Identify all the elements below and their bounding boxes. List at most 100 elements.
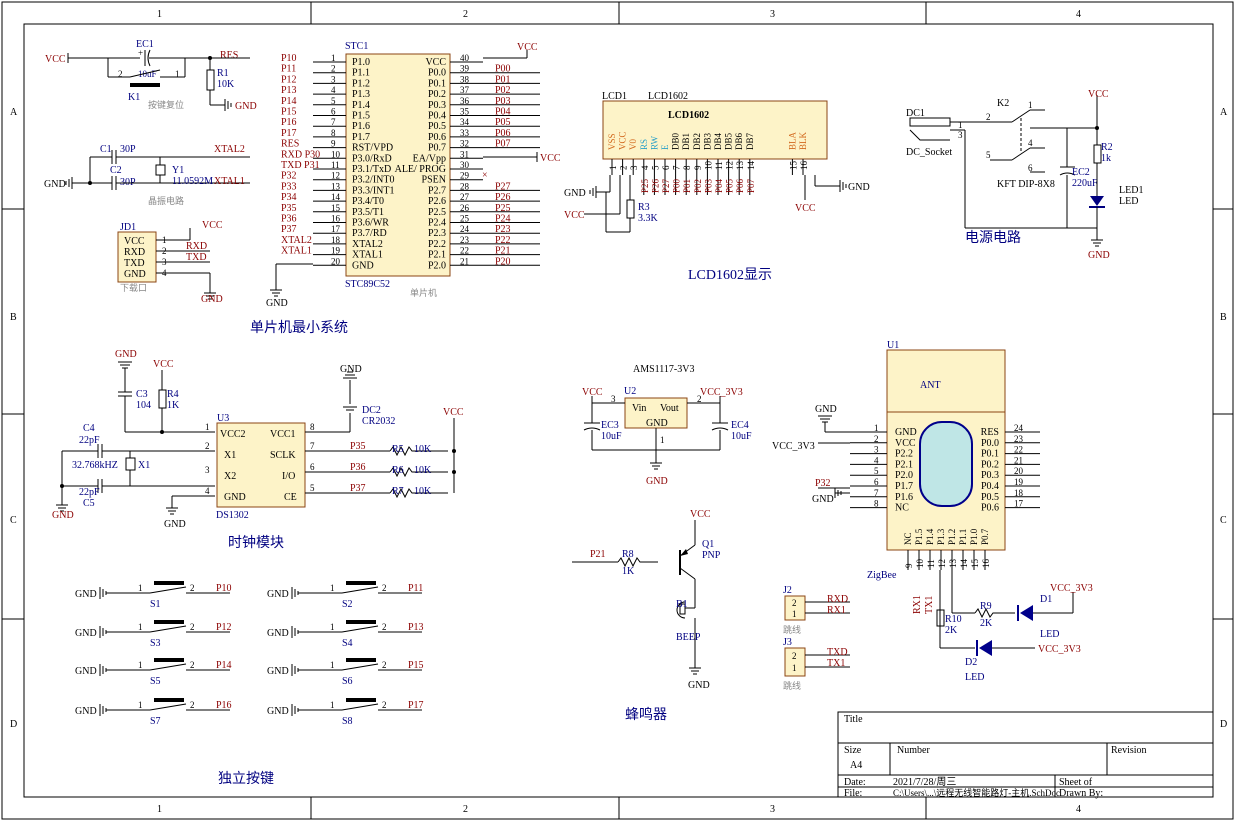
tb-size: A4 (850, 760, 862, 771)
r4-value: 1K (167, 400, 180, 411)
key-net: P14 (216, 660, 232, 671)
row-label: B (1220, 312, 1227, 323)
mcu-pin-num: 2 (331, 64, 336, 74)
lcd-pin-label: DB2 (692, 133, 702, 150)
mcu-pin-label: P2.3 (428, 228, 446, 239)
zigbee-pin-label: NC (895, 503, 909, 514)
lcd-pin-label: BLK (798, 131, 808, 150)
net-vcc33: VCC_3V3 (1038, 644, 1081, 655)
antenna-pad (919, 421, 973, 507)
svg-text:+: + (138, 48, 143, 58)
mcu-pin-num: 14 (331, 192, 341, 202)
mcu-pin-num: 18 (331, 235, 341, 245)
lcd-pin-num: 9 (693, 165, 703, 170)
mcu-pin-label: P3.7/RD (352, 228, 387, 239)
mcu-pin-label: P0.2 (428, 89, 446, 100)
col-label: 4 (1076, 804, 1081, 815)
mcu-net-label: P00 (495, 64, 511, 75)
u1-ref: U1 (887, 340, 899, 351)
lcd-pin-label: DB3 (702, 132, 712, 150)
mcu-net-label: P01 (495, 74, 511, 85)
col-label: 1 (157, 804, 162, 815)
mcu-pin-num: 1 (331, 53, 336, 63)
keys-section-title: 独立按键 (218, 771, 274, 787)
r9-ref: R9 (980, 601, 992, 612)
col-label: 2 (463, 804, 468, 815)
svg-text:1: 1 (175, 69, 180, 79)
mcu-net-label: RES (281, 139, 299, 150)
key-gnd-label: GND (75, 628, 97, 639)
mcu-pin-label: P0.0 (428, 68, 446, 79)
x1-ref: X1 (138, 460, 150, 471)
mcu-net-label: RXD P30 (281, 149, 320, 160)
net-gnd: GND (688, 680, 710, 691)
mcu-pin-num: 4 (331, 85, 336, 95)
key-gnd-label: GND (267, 628, 289, 639)
key-button (346, 698, 376, 702)
mcu-pin-num: 12 (331, 171, 340, 181)
crystal-circuit: C1 30P XTAL2 C2 30P XTAL1 GND Y1 11.0592… (44, 144, 250, 206)
tb-drawn: Drawn By: (1059, 788, 1103, 799)
reset-circuit: VCC EC1 + RES 10uF 2 1 K1 按键复位 R1 10K GN… (45, 39, 257, 112)
zigbee-pin-num: 23 (1014, 434, 1024, 444)
key-ref: S5 (150, 676, 161, 687)
r1-value: 10K (217, 79, 235, 90)
svg-text:5: 5 (986, 150, 991, 160)
key-net: P13 (408, 622, 424, 633)
lcd-pin-num: 10 (703, 161, 713, 171)
svg-text:4: 4 (205, 486, 210, 496)
mcu-pin-label: P2.6 (428, 196, 446, 207)
row-label: C (1220, 515, 1227, 526)
mcu-net-label: P07 (495, 139, 511, 150)
net-p32: P32 (815, 478, 831, 489)
c3-ref: C3 (136, 389, 148, 400)
mcu-pin-label: P0.1 (428, 78, 446, 89)
d2-led: LED (965, 672, 984, 683)
lcd-pin-num: 4 (640, 165, 650, 170)
zigbee-pin-label: P2.2 (895, 449, 913, 460)
mcu-pin-num: 22 (460, 246, 469, 256)
key-gnd-label: GND (267, 706, 289, 717)
mcu-net-label: P06 (495, 128, 511, 139)
lcd-part: LCD1602 (648, 91, 688, 102)
key-gnd-label: GND (75, 666, 97, 677)
mcu-pin-label: P1.0 (352, 57, 370, 68)
d2-ref: D2 (965, 657, 977, 668)
key-net: P16 (216, 700, 232, 711)
mcu-net-label: P04 (495, 107, 511, 118)
svg-text:GND: GND (124, 269, 146, 280)
svg-text:2: 2 (382, 660, 387, 670)
zigbee-pin-num: 13 (948, 559, 958, 569)
lcd-net-label: P06 (735, 178, 745, 193)
zigbee-pin-label: P0.7 (980, 528, 990, 545)
svg-text:2: 2 (190, 700, 195, 710)
zigbee-pin-label: NC (903, 532, 913, 545)
lcd-pin-num: 3 (629, 165, 639, 170)
net-gnd: GND (340, 364, 362, 375)
r7-ref: R7 (392, 486, 404, 497)
net-vcc33: VCC_3V3 (1050, 583, 1093, 594)
mcu-net-label: P03 (495, 96, 511, 107)
b1-type: BEEP (676, 632, 701, 643)
key-ref: S6 (342, 676, 353, 687)
svg-text:3: 3 (611, 394, 616, 404)
key-net: P15 (408, 660, 424, 671)
lcd-pin-label: DB6 (734, 132, 744, 150)
j3-ref: J3 (783, 637, 792, 648)
mcu-pin-label: P2.1 (428, 250, 446, 261)
lcd-pin-label: RW (649, 135, 659, 150)
mcu-net-label: P17 (281, 128, 297, 139)
mcu-pin-label: P1.1 (352, 68, 370, 79)
mcu-pin-label: P2.7 (428, 185, 446, 196)
svg-text:Vin: Vin (632, 403, 646, 414)
ec1-value: 10uF (138, 69, 157, 79)
net-tx1: TX1 (924, 596, 935, 614)
svg-text:7: 7 (310, 441, 315, 451)
mcu-pin-num: 39 (460, 64, 470, 74)
svg-text:1: 1 (138, 583, 143, 593)
mcu-pin-num: 27 (460, 192, 470, 202)
net-vcc: VCC (202, 220, 223, 231)
y1-value: 11.0592M (172, 176, 213, 187)
